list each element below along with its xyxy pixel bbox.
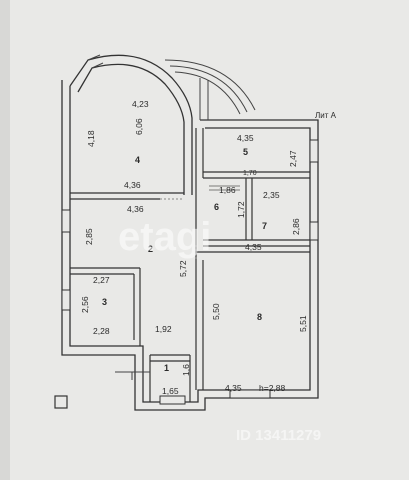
bay-window [164,59,256,120]
room-number-8: 8 [257,312,262,322]
room-number-2: 2 [148,244,153,254]
windows [61,139,319,405]
lit-label: Лит А [315,111,337,120]
dim-r8-top: 4,35 [245,242,262,252]
dim-r6-side: 1,72 [236,201,246,218]
arch-window [87,54,104,69]
room-number-1: 1 [164,363,169,373]
room-number-7: 7 [262,221,267,231]
dim-r3-bottom: 2,28 [93,326,110,336]
dim-r2-left: 2,85 [84,228,94,245]
dim-r8-right: 5,51 [298,315,308,332]
room-number-5: 5 [243,147,248,157]
dim-r2-right: 5,72 [178,260,188,277]
room-number-3: 3 [102,297,107,307]
dim-r2-bottom: 1,92 [155,324,172,334]
dim-r3-left: 2,56 [80,296,90,313]
dim-r8-bottom: 4,35 [225,383,242,393]
dim-r3-top: 2,27 [93,275,110,285]
dim-r1-side: 1,6 [181,364,191,376]
ceiling-height: h=2,88 [259,383,286,393]
watermark-logo: etagi [118,215,211,259]
paper-shadow [0,0,10,480]
door-marks [160,198,197,260]
interior-walls [70,128,310,402]
room-number-4: 4 [135,155,140,165]
dim-r7-top: 2,35 [263,190,280,200]
dim-r6-top: 1,86 [219,185,236,195]
dim-r2-top: 4,36 [127,204,144,214]
dim-r4-height: 6,06 [134,118,144,135]
room-number-6: 6 [214,202,219,212]
dim-r7-right: 2,86 [291,218,301,235]
dim-r8-left: 5,50 [211,303,221,320]
dim-r5-right: 2,47 [288,150,298,167]
dim-r5-bottom: 1,70 [243,170,257,177]
dim-r1-bottom: 1,65 [162,386,179,396]
dim-r4-top: 4,23 [132,99,149,109]
dim-r5-top: 4,35 [237,133,254,143]
outer-walls [61,54,319,411]
dim-r4-bottom: 4,36 [124,180,141,190]
stair-marks [209,185,240,191]
watermark-listing-id: ID 13411279 [236,427,321,444]
dim-r4-left: 4,18 [86,130,96,147]
legend-square [54,395,68,409]
